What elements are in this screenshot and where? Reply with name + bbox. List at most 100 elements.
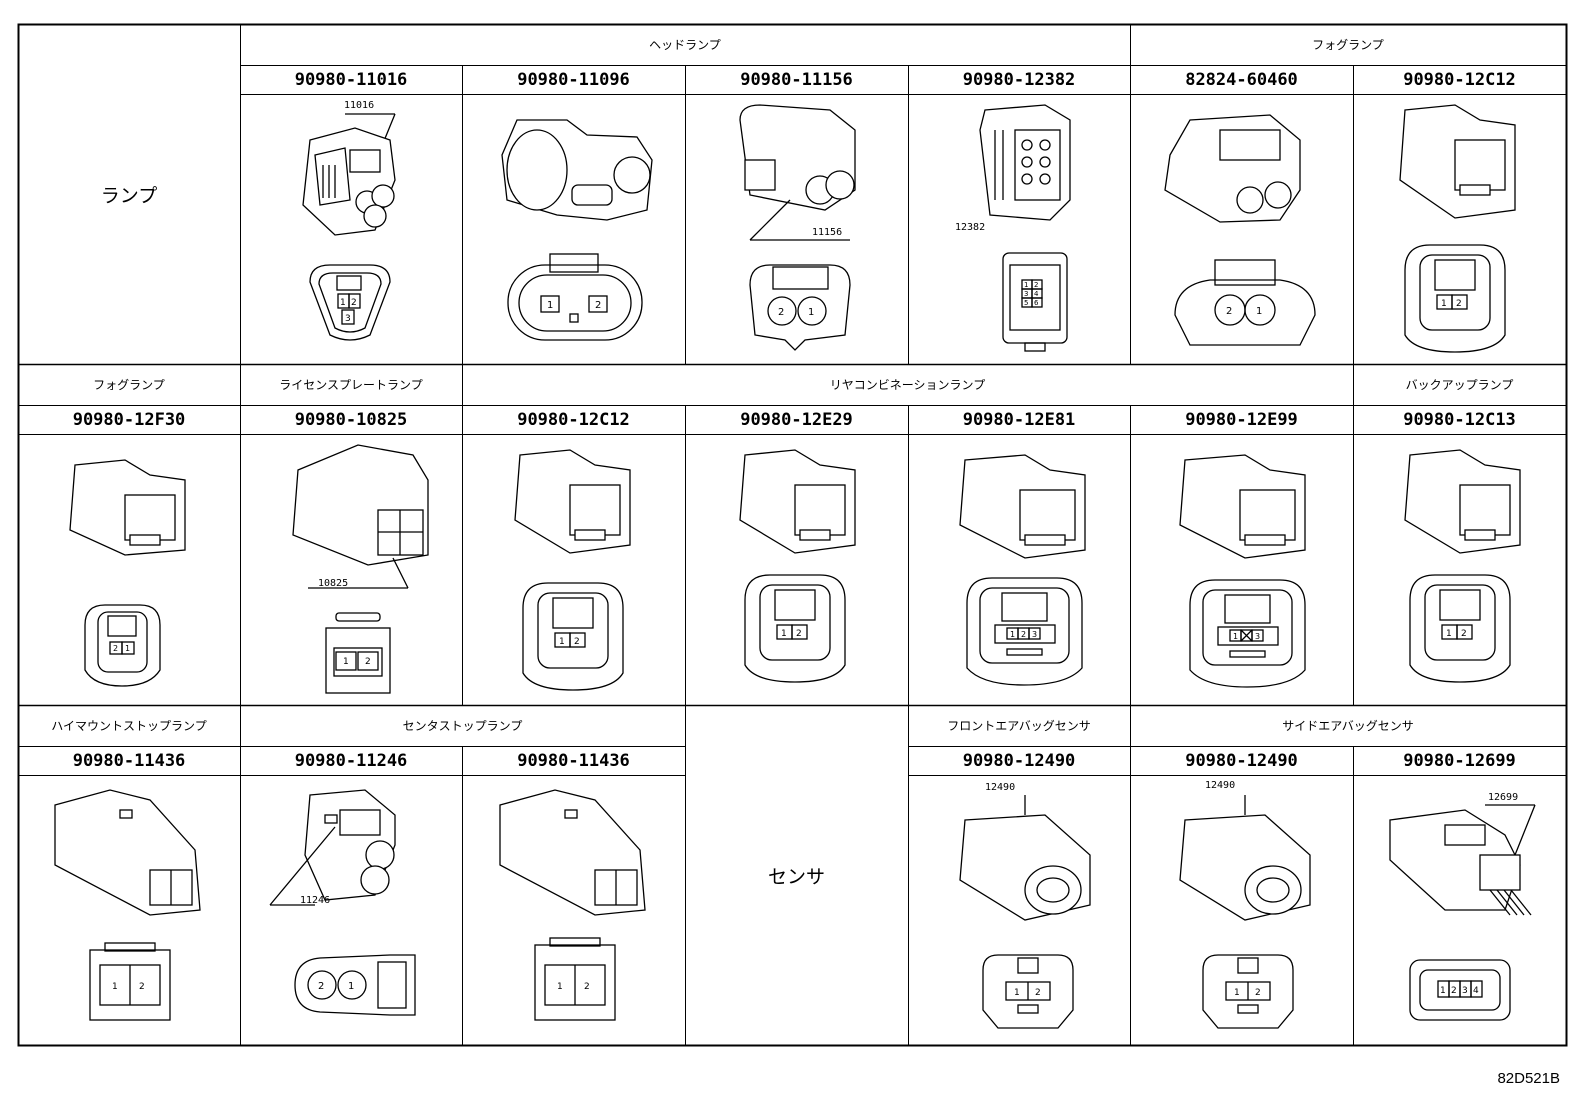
- part-number: 82824-60460: [1185, 69, 1298, 90]
- connector-drawing: [1164, 114, 1301, 223]
- connector-face: 1 2: [89, 942, 171, 1021]
- connector-face: 2 1: [294, 954, 416, 1016]
- connector-drawing: [979, 104, 1071, 221]
- pin-number: 1: [125, 644, 130, 653]
- connector-ref-label: 11246: [300, 895, 331, 906]
- document-code: 82D521B: [1497, 1070, 1560, 1087]
- group-license-plate-lamp: ライセンスプレートランプ: [279, 378, 423, 392]
- connector-drawing: [739, 104, 856, 241]
- pin-number: 2: [318, 981, 324, 992]
- group-foglamp: フォグランプ: [93, 378, 165, 392]
- connector-drawing: [501, 119, 653, 221]
- pin-number: 2: [1255, 988, 1261, 998]
- group-side-airbag-sensor: サイドエアバッグセンサ: [1282, 719, 1414, 733]
- pin-number: 2: [1021, 630, 1026, 639]
- connector-drawing: [1179, 795, 1311, 921]
- connector-face: 1 2: [325, 612, 391, 694]
- connector-drawing: [269, 789, 396, 906]
- pin-number: 2: [1035, 988, 1041, 998]
- connector-drawing: [69, 459, 186, 556]
- part-number: 90980-12699: [1403, 750, 1516, 771]
- connector-drawing: [1179, 454, 1306, 559]
- connector-ref-label: 10825: [318, 578, 349, 589]
- group-front-airbag-sensor: フロントエアバッグセンサ: [947, 719, 1091, 733]
- pin-number: 2: [1226, 306, 1232, 317]
- connector-face: 1 2 3 4: [1409, 959, 1511, 1021]
- part-number: 90980-12E99: [1185, 409, 1298, 430]
- pin-number: 6: [1034, 299, 1039, 307]
- connector-face: 1 2: [1202, 954, 1294, 1029]
- part-number: 90980-11246: [294, 750, 408, 771]
- connector-drawing: [514, 449, 631, 554]
- connector-face: 1 3: [1189, 579, 1306, 688]
- connector-face: 1 2: [507, 253, 643, 341]
- group-backup-lamp: バックアップランプ: [1405, 378, 1514, 392]
- pin-number: 2: [1456, 299, 1462, 309]
- pin-number: 1: [1441, 299, 1447, 309]
- pin-number: 1: [557, 982, 563, 992]
- pin-number: 3: [1032, 630, 1037, 639]
- pin-number: 2: [796, 629, 802, 639]
- pin-number: 1: [1024, 281, 1028, 289]
- connector-face: 1 2 3 4 5 6: [1002, 252, 1068, 352]
- connector-ref-label: 11016: [344, 100, 375, 111]
- connector-face: 1 2: [522, 582, 624, 691]
- connector-ref-label: 12699: [1488, 792, 1519, 803]
- connector-drawing: [1399, 104, 1516, 219]
- part-number: 90980-11436: [517, 750, 630, 771]
- pin-number: 1: [808, 307, 814, 318]
- connector-ref-label: 11156: [812, 227, 843, 238]
- part-number: 90980-11436: [72, 750, 186, 771]
- pin-number: 1: [1014, 988, 1020, 998]
- part-number: 90980-12C13: [1403, 409, 1516, 430]
- part-number: 90980-12C12: [517, 409, 630, 430]
- connector-face: 1 2: [744, 574, 846, 683]
- part-number: 90980-11016: [294, 69, 408, 90]
- pin-number: 1: [547, 300, 553, 311]
- group-headlamp: ヘッドランプ: [649, 38, 721, 52]
- pin-number: 2: [778, 307, 784, 318]
- connector-face: 2 1: [749, 264, 851, 351]
- category-sensor-label: センサ: [767, 865, 825, 888]
- connector-drawing: [499, 789, 646, 916]
- connector-ref-label: 12490: [1205, 780, 1236, 791]
- group-center-stop-lamp: センタストップランプ: [402, 719, 523, 733]
- pin-number: 1: [559, 637, 565, 647]
- connector-drawing: [292, 444, 429, 589]
- pin-number: 1: [343, 657, 349, 667]
- connector-drawing: [959, 795, 1091, 921]
- connector-face: 1 2: [982, 954, 1074, 1029]
- pin-number: 2: [1461, 629, 1467, 639]
- connector-drawing: [302, 113, 396, 236]
- group-foglamp: フォグランプ: [1312, 38, 1384, 52]
- pin-number: 3: [1255, 632, 1260, 641]
- connector-face: 2 1: [1174, 259, 1316, 346]
- group-high-mount-stop-lamp: ハイマウントストップランプ: [51, 719, 207, 733]
- connector-drawing: [1389, 804, 1536, 916]
- connector-drawing: [739, 449, 856, 554]
- connector-drawing: [959, 454, 1086, 559]
- part-number: 90980-11156: [740, 69, 853, 90]
- pin-number: 4: [1034, 290, 1039, 298]
- connector-drawing: [1404, 449, 1521, 554]
- pin-number: 1: [1233, 632, 1238, 641]
- category-lamp-label: ランプ: [100, 184, 158, 207]
- connector-ref-label: 12490: [985, 782, 1016, 793]
- pin-number: 2: [584, 982, 590, 992]
- pin-number: 3: [1024, 290, 1028, 298]
- part-number: 90980-12F30: [72, 409, 186, 430]
- pin-number: 2: [139, 982, 145, 992]
- group-rear-combination-lamp: リヤコンビネーションランプ: [829, 378, 986, 392]
- pin-number: 1: [781, 629, 787, 639]
- connector-face: 1 2: [534, 937, 616, 1021]
- pin-number: 2: [574, 637, 580, 647]
- part-number: 90980-11096: [517, 69, 630, 90]
- pin-number: 2: [1451, 986, 1457, 996]
- connector-face: 1 2 3: [309, 264, 391, 341]
- part-number: 90980-12E29: [740, 409, 853, 430]
- connector-face: 1 2: [1409, 574, 1511, 683]
- part-number: 90980-12382: [962, 69, 1076, 90]
- pin-number: 1: [348, 981, 354, 992]
- pin-number: 1: [1234, 988, 1240, 998]
